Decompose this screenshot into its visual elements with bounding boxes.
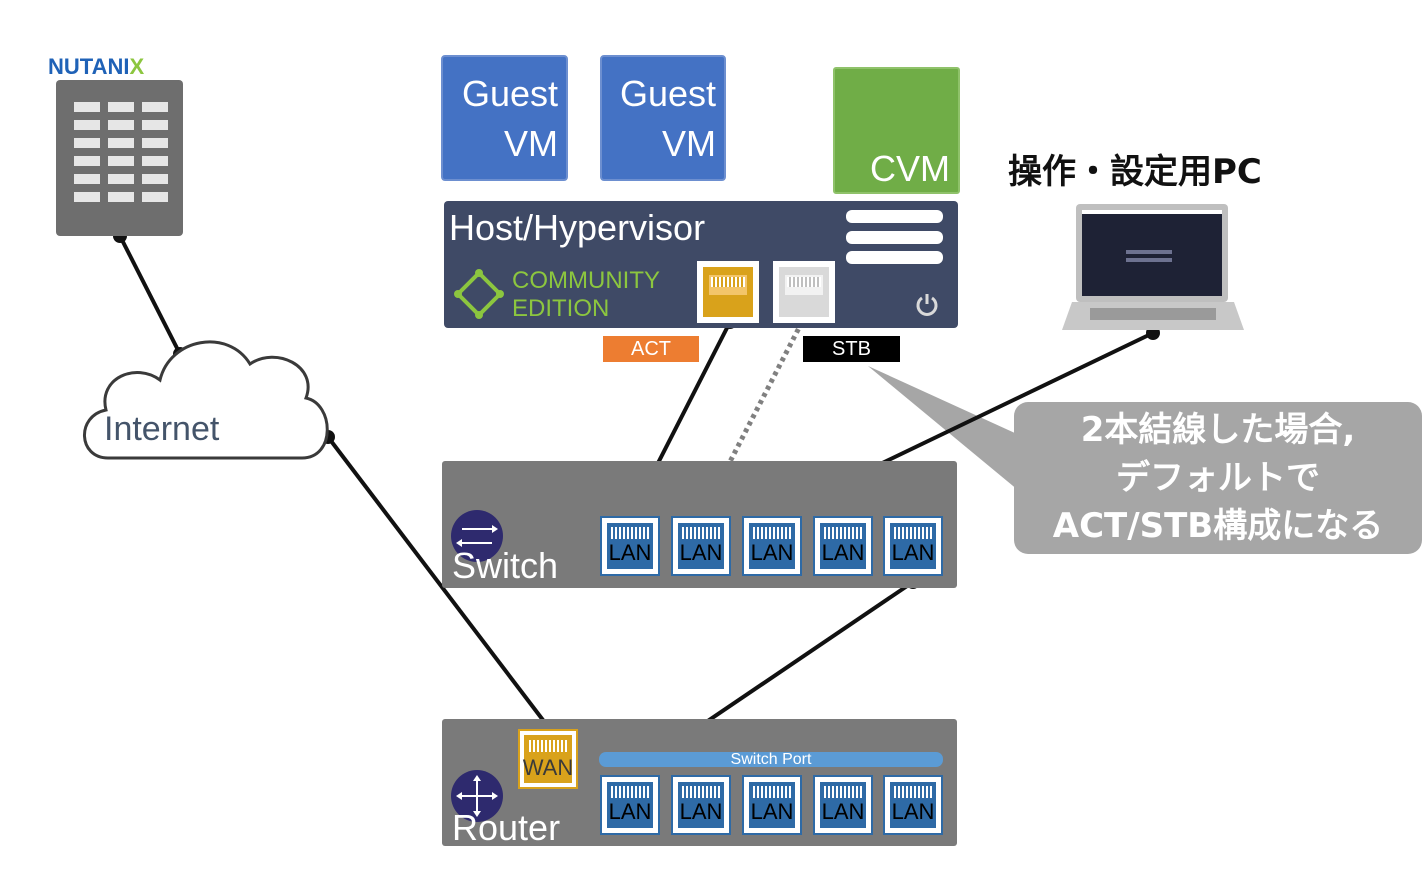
- status-bar-3: [846, 251, 943, 264]
- switch-icon: [451, 510, 503, 562]
- internet-label: Internet: [104, 410, 220, 448]
- edition-line1: COMMUNITY: [512, 267, 660, 294]
- guest-vm-2-line1: Guest: [619, 73, 716, 114]
- switch-port-5[interactable]: LAN: [883, 516, 943, 576]
- switch-port-3-label: LAN: [750, 540, 794, 565]
- switch-port-2[interactable]: LAN: [671, 516, 731, 576]
- router-port-4[interactable]: LAN: [813, 775, 873, 835]
- callout-note: 2本結線した場合, デフォルトで ACT/STB構成になる: [1014, 402, 1422, 554]
- power-icon[interactable]: [914, 292, 940, 318]
- callout-line1: 2本結線した場合,: [1080, 410, 1356, 450]
- server-icon: [56, 80, 183, 236]
- guest-vm-1-line1: Guest: [461, 73, 558, 114]
- router-port-5[interactable]: LAN: [883, 775, 943, 835]
- status-bar-2: [846, 231, 943, 244]
- switch-port-4[interactable]: LAN: [813, 516, 873, 576]
- router-port-5-label: LAN: [891, 799, 935, 824]
- community-edition-logo-icon: [454, 269, 504, 319]
- link-internet-wan: [326, 435, 551, 730]
- laptop-icon: [1062, 204, 1244, 330]
- nic-port-stb[interactable]: [773, 261, 835, 323]
- callout-line3: ACT/STB構成になる: [1052, 506, 1384, 546]
- stb-tag: STB: [803, 336, 900, 362]
- cvm-box: CVM: [833, 67, 960, 194]
- link-nutanix-internet: [118, 235, 182, 355]
- wan-port[interactable]: WAN: [518, 729, 578, 789]
- edition-line2: EDITION: [512, 295, 610, 322]
- switch-label: Switch: [452, 545, 559, 586]
- guest-vm-1-line2: VM: [504, 123, 558, 164]
- router-panel: Router WAN Switch Port LAN LAN LAN LAN L…: [442, 719, 957, 848]
- host-panel: Host/Hypervisor COMMUNITY EDITION: [444, 201, 958, 328]
- cloud-icon: [83, 340, 329, 460]
- status-bar-1: [846, 210, 943, 223]
- guest-vm-1: Guest VM: [441, 55, 568, 181]
- switch-port-bar: Switch Port: [599, 752, 943, 768]
- nutanix-logo-x: X: [129, 54, 145, 79]
- nic-port-act[interactable]: [697, 261, 759, 323]
- router-icon: [451, 770, 503, 822]
- guest-vm-2-line2: VM: [662, 123, 716, 164]
- router-port-2[interactable]: LAN: [671, 775, 731, 835]
- host-title: Host/Hypervisor: [449, 207, 706, 248]
- nutanix-logo: NUTANIX: [48, 54, 144, 80]
- pc-label: 操作・設定用PC: [1008, 152, 1262, 192]
- nutanix-logo-text: NUTANI: [48, 54, 130, 79]
- router-port-1[interactable]: LAN: [600, 775, 660, 835]
- router-port-1-label: LAN: [608, 799, 652, 824]
- switch-port-1[interactable]: LAN: [600, 516, 660, 576]
- cvm-label: CVM: [870, 148, 950, 189]
- switch-port-5-label: LAN: [891, 540, 935, 565]
- community-edition-text: COMMUNITY EDITION: [512, 267, 660, 323]
- router-port-3-label: LAN: [750, 799, 794, 824]
- router-port-3[interactable]: LAN: [742, 775, 802, 835]
- callout-line2: デフォルトで: [1116, 458, 1320, 498]
- router-label: Router: [452, 807, 561, 848]
- switch-port-3[interactable]: LAN: [742, 516, 802, 576]
- act-tag: ACT: [603, 336, 699, 362]
- switch-port-1-label: LAN: [608, 540, 652, 565]
- router-port-4-label: LAN: [821, 799, 865, 824]
- switch-panel: Switch LAN LAN LAN LAN LAN: [442, 461, 957, 588]
- switch-port-4-label: LAN: [821, 540, 865, 565]
- guest-vm-2: Guest VM: [600, 55, 726, 181]
- switch-port-2-label: LAN: [679, 540, 723, 565]
- wan-port-label: WAN: [522, 755, 574, 780]
- router-port-2-label: LAN: [679, 799, 723, 824]
